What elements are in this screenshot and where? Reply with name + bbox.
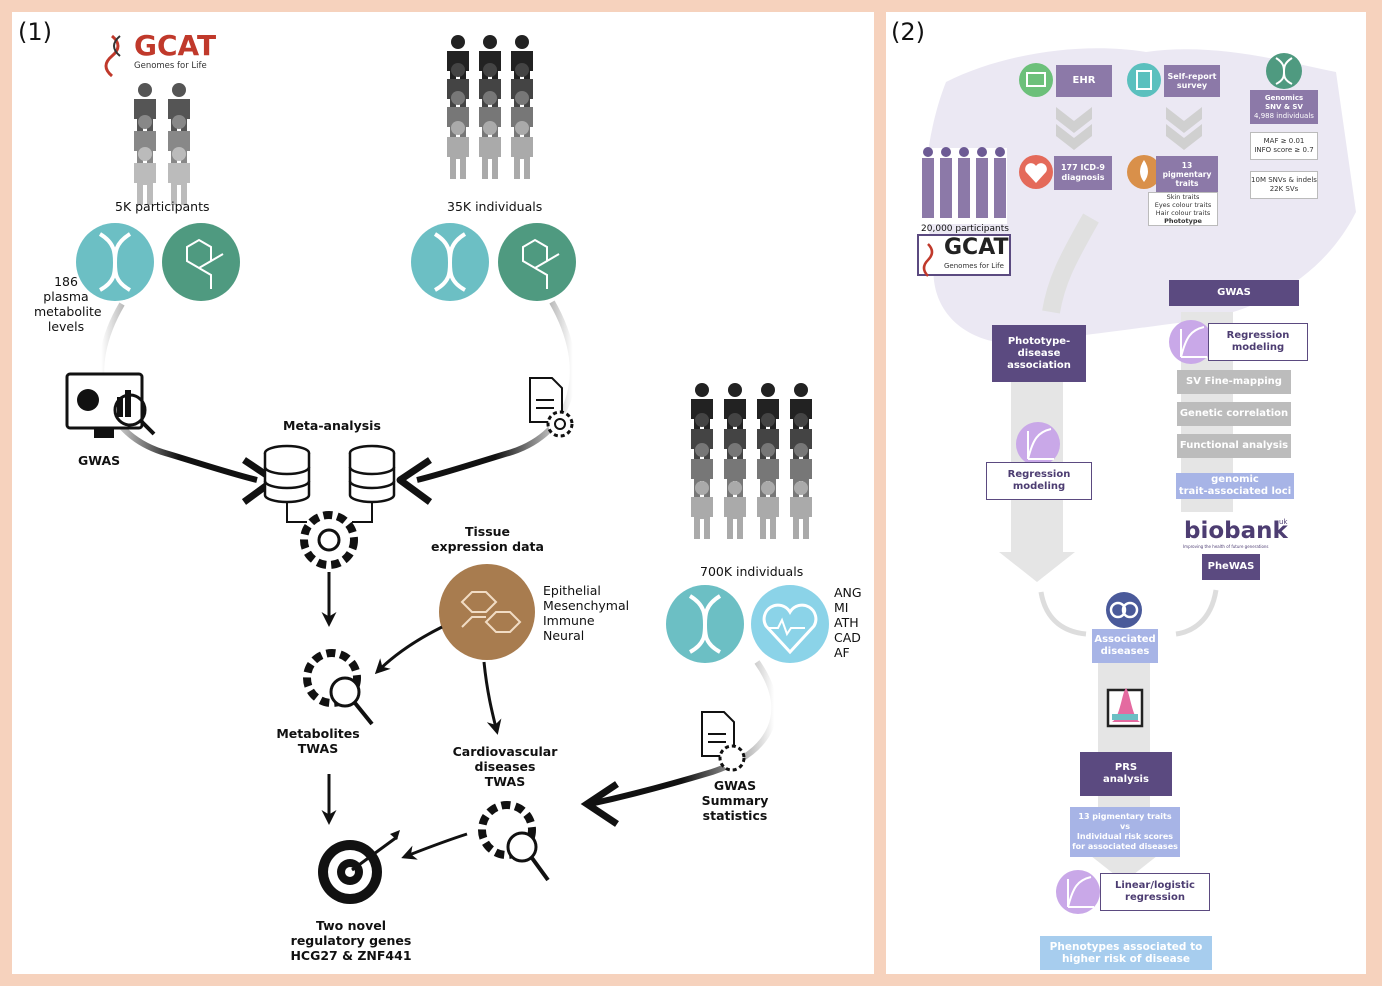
phewas-box: PheWAS: [1202, 554, 1260, 580]
heart-icon: [751, 585, 829, 663]
individuals-35k-label: 35K individuals: [447, 199, 543, 214]
prs-chart-icon: [1106, 688, 1144, 728]
panel-2-graphics: [917, 48, 1356, 914]
meta-analysis-label: Meta-analysis: [283, 418, 381, 433]
molecule-icon-35k: [498, 223, 576, 301]
gcat-logo-subtitle-2: Genomes for Life: [944, 262, 1004, 270]
europe-map: [925, 48, 1356, 342]
pigment-drop-icon: [1127, 155, 1161, 189]
gcat-logo-text-2: GCAT: [944, 235, 1009, 260]
target-icon: [318, 830, 400, 904]
twas-gear-icon-metabolites: [303, 649, 374, 726]
right-lower-arc: [589, 660, 778, 807]
document-gear-icon-35k: [529, 377, 574, 438]
functional-analysis-box: Functional analysis: [1177, 434, 1291, 458]
regression-icon-right: [1169, 320, 1213, 364]
left-arc: [98, 302, 258, 483]
panel-1-graphics: [65, 34, 829, 904]
gwas-monitor-icon: [65, 372, 156, 438]
right-arc: [416, 300, 576, 483]
twas-gear-icon-cvd: [478, 801, 550, 882]
panel-2: (2) EHR: [886, 12, 1366, 974]
linear-regression-icon: [1056, 870, 1100, 914]
people-35k-icon: [447, 35, 533, 179]
molecule-icon-5k: [162, 223, 240, 301]
database-icons: [263, 444, 396, 523]
dna-icon-5k: [76, 223, 154, 301]
gcat-logo: [104, 34, 121, 78]
regression-icon-left: [1016, 422, 1060, 466]
gwas-label: GWAS: [78, 453, 121, 468]
dna-icon-700k: [666, 585, 744, 663]
sv-fine-mapping-box: SV Fine-mapping: [1177, 370, 1291, 394]
survey-icon: [1127, 63, 1161, 97]
tissue-icon: [439, 564, 535, 660]
biobank-logo: biobank: [1184, 518, 1288, 544]
panel-2-number: (2): [891, 18, 925, 46]
gwas-box: GWAS: [1169, 280, 1299, 306]
genetic-correlation-box: Genetic correlation: [1177, 402, 1291, 426]
ehr-icon: [1019, 63, 1053, 97]
genomics-dna-icon: [1266, 53, 1302, 89]
people-5k-icon: [134, 83, 190, 205]
panel-1-number: (1): [18, 18, 52, 46]
people-20k-icon: [919, 147, 1007, 224]
participants-20k-label: 20,000 participants: [921, 224, 1009, 234]
people-700k-icon: [691, 383, 812, 539]
biobank-logo-tagline: Improving the health of future generatio…: [1183, 544, 1269, 549]
gcat-logo-subtitle: Genomes for Life: [134, 61, 207, 71]
gear-icon-meta: [300, 511, 358, 569]
participants-5k-label: 5K participants: [115, 199, 210, 214]
ehr-box: EHR: [1056, 65, 1112, 97]
document-gear-icon-700k: [701, 711, 746, 772]
panel-1: (1): [12, 12, 874, 974]
icd-heart-icon: [1019, 155, 1053, 189]
individuals-700k-label: 700K individuals: [700, 564, 804, 579]
gcat-logo-text: GCAT: [134, 29, 217, 62]
dna-icon-35k: [411, 223, 489, 301]
biobank-logo-uk: uk: [1279, 518, 1288, 526]
associated-diseases-icon: [1106, 592, 1142, 628]
